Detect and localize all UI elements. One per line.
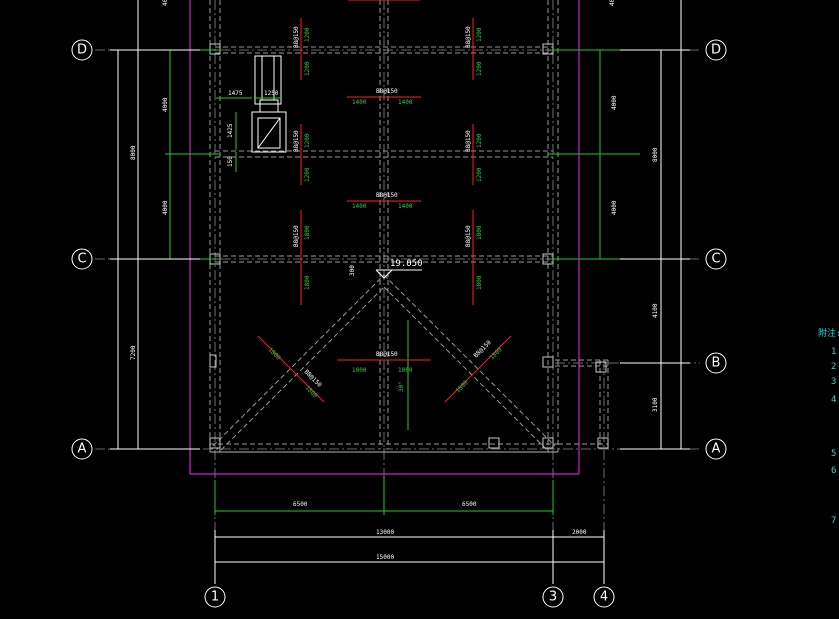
dim-top-right: 4000 bbox=[609, 0, 616, 6]
axis-bubble-d-left bbox=[71, 39, 93, 61]
rebar-spans: 1400 1400 1400 1400 1000 1000 1200 1200 … bbox=[267, 27, 504, 400]
rebar-mark-top: B8@150 bbox=[376, 88, 398, 95]
rebar-mark-v1: B8@150 bbox=[293, 26, 300, 48]
dim-right-mid: 4000 bbox=[611, 200, 618, 215]
note-number-5: 5 bbox=[831, 449, 836, 459]
dim-left-mid: 4000 bbox=[162, 200, 169, 215]
rebar-mark-low: B8@150 bbox=[376, 351, 398, 358]
span-v6b: 1800 bbox=[476, 275, 483, 290]
dim-right-total: 8000 bbox=[652, 147, 659, 162]
span-diag-l1: 1800 bbox=[267, 346, 282, 361]
span-v3b: 1200 bbox=[304, 167, 311, 182]
rebar-mark-v3: B8@150 bbox=[293, 130, 300, 152]
notes-title: 附注: bbox=[818, 327, 839, 339]
span-v5b: 1800 bbox=[304, 275, 311, 290]
wall-edges bbox=[209, 0, 559, 453]
dim-top-left: 4000 bbox=[162, 0, 169, 6]
span-diag-r2: 1800 bbox=[454, 379, 469, 394]
notes-block: 附注: 1 2 3 4 5 6 7 bbox=[818, 327, 839, 526]
span-v2a: 1200 bbox=[476, 27, 483, 42]
dim-opening-left: 1475 bbox=[228, 90, 243, 97]
column-axis-bubbles: 1 3 4 bbox=[204, 586, 615, 608]
span-diag-r1: 1800 bbox=[488, 346, 503, 361]
note-number-2: 2 bbox=[831, 362, 836, 372]
axis-bubble-b-right bbox=[705, 352, 727, 374]
axis-bubble-d-right bbox=[705, 39, 727, 61]
axis-bubble-c-right bbox=[705, 248, 727, 270]
axis-bubble-a-left bbox=[71, 438, 93, 460]
horizontal-beams bbox=[215, 46, 609, 446]
span-top-r: 1400 bbox=[398, 99, 413, 106]
dimension-lines-white bbox=[110, 0, 690, 584]
dim-bottom-total: 15000 bbox=[376, 554, 394, 561]
axis-bubble-c-left bbox=[71, 248, 93, 270]
axis-bubble-4 bbox=[593, 586, 615, 608]
axis-label-3: 3 bbox=[549, 590, 557, 605]
dim-left-total: 8000 bbox=[130, 145, 137, 160]
span-mid-r: 1400 bbox=[398, 203, 413, 210]
span-v1a: 1200 bbox=[304, 27, 311, 42]
span-low-l: 1000 bbox=[352, 367, 367, 374]
rebar-mark-v4: B8@150 bbox=[465, 130, 472, 152]
span-v2b: 1200 bbox=[476, 61, 483, 76]
span-v1b: 1200 bbox=[304, 61, 311, 76]
span-low-r: 1000 bbox=[398, 367, 413, 374]
span-v5a: 1800 bbox=[304, 225, 311, 240]
dim-bottom-13: 13000 bbox=[376, 529, 394, 536]
span-v4b: 1200 bbox=[476, 167, 483, 182]
rebar-mark-diag-left: B8@150 bbox=[303, 368, 324, 389]
axis-bubble-3 bbox=[542, 586, 564, 608]
rebar-mark-v6: B8@150 bbox=[465, 225, 472, 247]
rebar-mark-mid: B8@150 bbox=[376, 192, 398, 199]
dim-bottom-half-left: 6500 bbox=[293, 501, 308, 508]
dim-ridge-offset: 300 bbox=[349, 265, 356, 276]
rebar-mark-v2: B8@150 bbox=[465, 26, 472, 48]
dimension-texts-white: 8000 7200 4000 4000 8000 4000 4000 4100 … bbox=[130, 0, 659, 561]
dim-right-ba: 3100 bbox=[652, 397, 659, 412]
note-number-4: 4 bbox=[831, 395, 836, 405]
dim-opening-h: 1425 bbox=[227, 123, 234, 138]
dimension-lines-green bbox=[165, 49, 640, 515]
roof-edge-outline bbox=[189, 0, 580, 475]
span-top-l: 1400 bbox=[352, 99, 367, 106]
roof-opening bbox=[251, 55, 287, 153]
axis-label-c-left: C bbox=[77, 252, 86, 267]
dim-left-top: 4000 bbox=[162, 97, 169, 112]
axis-label-c-right: C bbox=[711, 252, 720, 267]
dim-right-top: 4000 bbox=[611, 95, 618, 110]
hip-beams bbox=[212, 274, 556, 451]
axis-label-a-left: A bbox=[78, 442, 87, 457]
slope-label: 30° bbox=[398, 381, 405, 392]
level-value: 19.050 bbox=[390, 259, 423, 269]
rebar-lines bbox=[257, 0, 512, 403]
axis-label-1: 1 bbox=[211, 590, 219, 605]
note-number-6: 6 bbox=[831, 466, 836, 476]
note-number-7: 7 bbox=[831, 516, 836, 526]
axis-label-d-left: D bbox=[77, 43, 87, 58]
axis-bubble-1 bbox=[204, 586, 226, 608]
dim-right-cb: 4100 bbox=[652, 303, 659, 318]
axis-label-b-right: B bbox=[712, 356, 721, 371]
rebar-marks: B8@150 B8@150 B8@150 B8@150 B8@150 B8@15… bbox=[293, 26, 493, 389]
span-v4a: 1200 bbox=[476, 133, 483, 148]
axis-label-4: 4 bbox=[600, 590, 608, 605]
span-mid-l: 1400 bbox=[352, 203, 367, 210]
dim-left-lower: 7200 bbox=[130, 345, 137, 360]
axis-bubble-a-right bbox=[705, 438, 727, 460]
span-v3a: 1200 bbox=[304, 133, 311, 148]
dim-bottom-34: 2000 bbox=[572, 529, 587, 536]
dim-opening-bottom: 150 bbox=[227, 156, 234, 167]
span-v6a: 1800 bbox=[476, 225, 483, 240]
note-number-1: 1 bbox=[831, 347, 836, 357]
level-mark: 19.050 bbox=[375, 259, 423, 279]
dim-opening-w: 1250 bbox=[264, 90, 279, 97]
dim-bottom-half-right: 6500 bbox=[462, 501, 477, 508]
axis-label-a-right: A bbox=[712, 442, 721, 457]
note-number-3: 3 bbox=[831, 377, 836, 387]
rebar-mark-v5: B8@150 bbox=[293, 225, 300, 247]
axis-label-d-right: D bbox=[711, 43, 721, 58]
row-axis-bubbles: D D C C B A A bbox=[71, 39, 727, 460]
